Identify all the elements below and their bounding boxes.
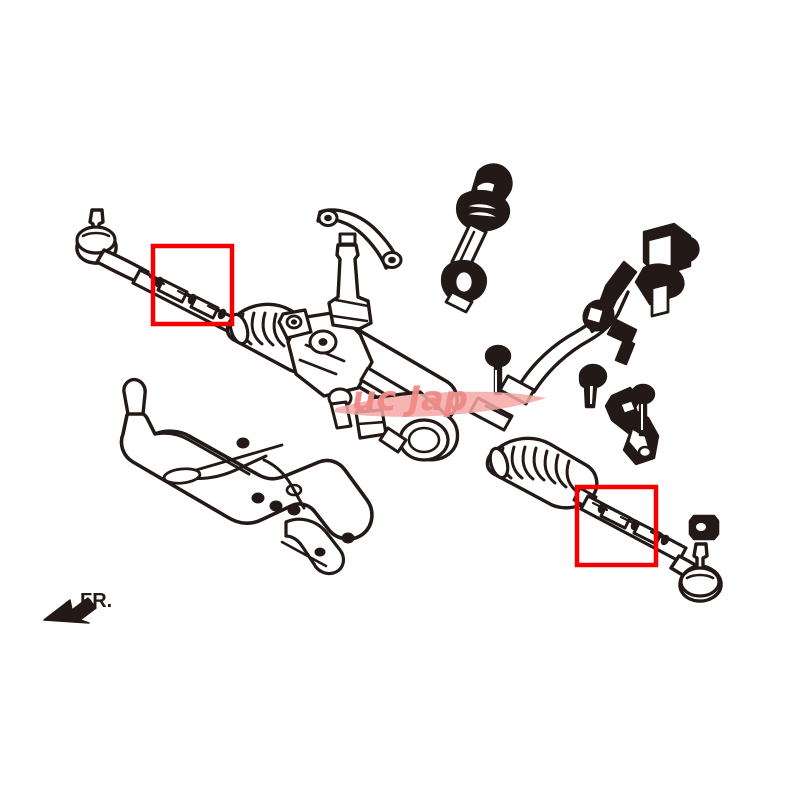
mounting-bolt-2 bbox=[578, 363, 608, 409]
mounting-bolt-3 bbox=[630, 383, 656, 437]
pinion-input-shaft bbox=[327, 232, 373, 331]
left-tie-rod-end bbox=[75, 208, 150, 286]
sensor-connector bbox=[582, 222, 700, 366]
linkage-arm bbox=[316, 208, 403, 270]
orientation-label: FR. bbox=[80, 590, 112, 612]
watermark-text: uc Jap bbox=[352, 379, 468, 419]
left-tie-rod-shaft bbox=[131, 268, 240, 335]
orientation-indicator: FR. bbox=[43, 590, 112, 624]
arrow-down-left-icon bbox=[43, 597, 97, 624]
mounting-bolt-1 bbox=[484, 344, 512, 396]
left-tie-rod-highlight bbox=[150, 243, 235, 327]
right-rack-boot bbox=[485, 436, 599, 511]
intermediate-shaft bbox=[440, 163, 513, 314]
right-tie-rod-highlight bbox=[574, 484, 659, 568]
tie-rod-nut bbox=[688, 514, 720, 541]
right-tie-rod-end bbox=[669, 542, 723, 603]
front-subframe bbox=[119, 377, 374, 576]
watermark: uc Jap bbox=[334, 379, 546, 419]
right-tie-rod-shaft bbox=[579, 494, 688, 563]
